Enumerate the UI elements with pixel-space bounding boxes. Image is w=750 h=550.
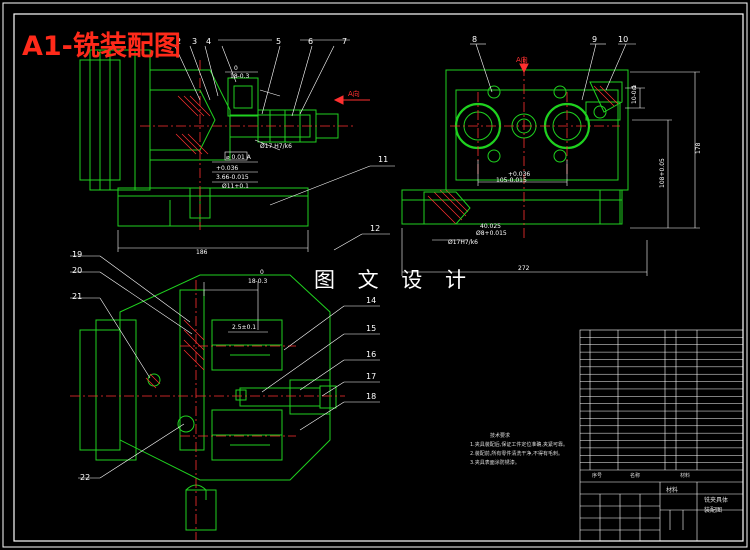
side-clamp-detail <box>423 191 471 225</box>
watermark: 图 文 设 计 <box>314 268 475 292</box>
dim-bottom-top: 18-0.3 <box>248 278 268 285</box>
dim-right-bore2: Ø8+0.015 <box>476 230 507 237</box>
front-centerlines <box>140 60 355 230</box>
top-leaders <box>70 255 380 479</box>
top-view <box>79 274 337 531</box>
dim-right-top: 105-0.015 <box>496 177 527 184</box>
balloon-14: 14 <box>366 296 376 305</box>
balloon-8: 8 <box>472 35 477 44</box>
balloon-3: 3 <box>192 37 197 46</box>
dim-dim2: Ø11+0.1 <box>222 183 249 190</box>
balloon-4: 4 <box>206 37 211 46</box>
inner-frame <box>13 13 744 542</box>
balloon-10: 10 <box>618 35 628 44</box>
label-a-direction: A向 <box>348 89 360 98</box>
title-block <box>579 329 744 542</box>
balloon-9: 9 <box>592 35 597 44</box>
mid-leaders <box>269 165 395 251</box>
dim-bottom-zero: 0 <box>260 269 264 276</box>
top-centerlines <box>70 280 345 540</box>
dim-right-fit: Ø17H7/k6 <box>448 239 478 246</box>
tech-line-2: 2.装配前,所有零件清洗干净,不得有毛刺。 <box>470 451 563 457</box>
balloon-15: 15 <box>366 324 376 333</box>
parts-list-rows <box>580 337 743 463</box>
side-dims <box>401 71 700 276</box>
balloon-11: 11 <box>378 155 388 164</box>
drawing-title: A1-铣装配图 <box>22 31 181 62</box>
dim-right-side2: 10-0.1 <box>631 84 638 104</box>
dim-right-bore: 40.025 <box>480 223 501 230</box>
front-hatch <box>175 95 211 155</box>
tech-line-3: 3.夹具表面涂防锈漆。 <box>470 460 520 466</box>
side-view <box>401 69 629 225</box>
dim-left-zero: 0 <box>234 65 238 72</box>
top-dims <box>203 282 268 333</box>
dim-right-width: 272 <box>518 265 530 272</box>
dimension-labels: 0 18-0.3 Ø17 H7/k6 ⌀ 0.01 A +0.036 3.66-… <box>196 55 702 331</box>
tech-line-1: 1.夹具装配后,保证工件定位准确,夹紧可靠。 <box>470 442 568 448</box>
dim-dim1: 3.66-0.015 <box>216 174 249 181</box>
balloon-20: 20 <box>72 266 82 275</box>
side-centerlines <box>450 66 620 240</box>
balloon-7: 7 <box>342 37 347 46</box>
side-hatch <box>427 85 619 225</box>
title-block-name: 铣夹具体 <box>704 497 729 504</box>
view-arrow-a-right <box>519 58 529 74</box>
balloon-22: 22 <box>80 473 90 482</box>
dim-tol1: +0.036 <box>216 165 238 172</box>
title-block-col-code: 名称 <box>630 473 641 479</box>
dim-right-side: 0 <box>632 85 636 92</box>
title-block-drawing-name: 装配图 <box>704 507 723 514</box>
label-a-direction-right: A向 <box>516 55 528 64</box>
front-dims <box>117 71 309 252</box>
balloon-labels: 2 3 4 5 6 7 8 9 10 11 12 19 20 21 22 14 … <box>72 35 628 482</box>
balloon-17: 17 <box>366 372 376 381</box>
top-hatch <box>145 319 205 389</box>
view-arrow-a <box>333 95 370 105</box>
dim-bottom-small: 2.5±0.1 <box>232 324 256 331</box>
balloon-2: 2 <box>176 37 181 46</box>
title-block-material: 材料 <box>666 487 679 494</box>
dim-left-top: 18-0.3 <box>230 73 250 80</box>
front-view <box>79 49 339 227</box>
balloon-12: 12 <box>370 224 380 233</box>
dim-fit1: Ø17 H7/k6 <box>260 143 292 150</box>
dim-left-width: 186 <box>196 249 208 256</box>
balloon-21: 21 <box>72 292 82 301</box>
balloon-5: 5 <box>276 37 281 46</box>
dim-box: ⌀ 0.01 A <box>226 154 252 161</box>
dim-right-height: 178 <box>695 142 702 154</box>
balloon-18: 18 <box>366 392 376 401</box>
balloon-6: 6 <box>308 37 313 46</box>
tech-requirements: 技术要求 1.夹具装配后,保证工件定位准确,夹紧可靠。 2.装配前,所有零件清洗… <box>470 432 580 468</box>
balloon-16: 16 <box>366 350 376 359</box>
dim-right-tol: +0.036 <box>508 171 530 178</box>
side-leaders <box>470 43 636 101</box>
title-block-col-material: 材料 <box>680 473 691 479</box>
balloon-19: 19 <box>72 250 82 259</box>
tech-heading: 技术要求 <box>490 433 511 439</box>
front-leaders <box>174 39 350 117</box>
dim-right-height2: 108+0.05 <box>659 158 666 188</box>
title-block-col-no: 序号 <box>592 473 603 479</box>
